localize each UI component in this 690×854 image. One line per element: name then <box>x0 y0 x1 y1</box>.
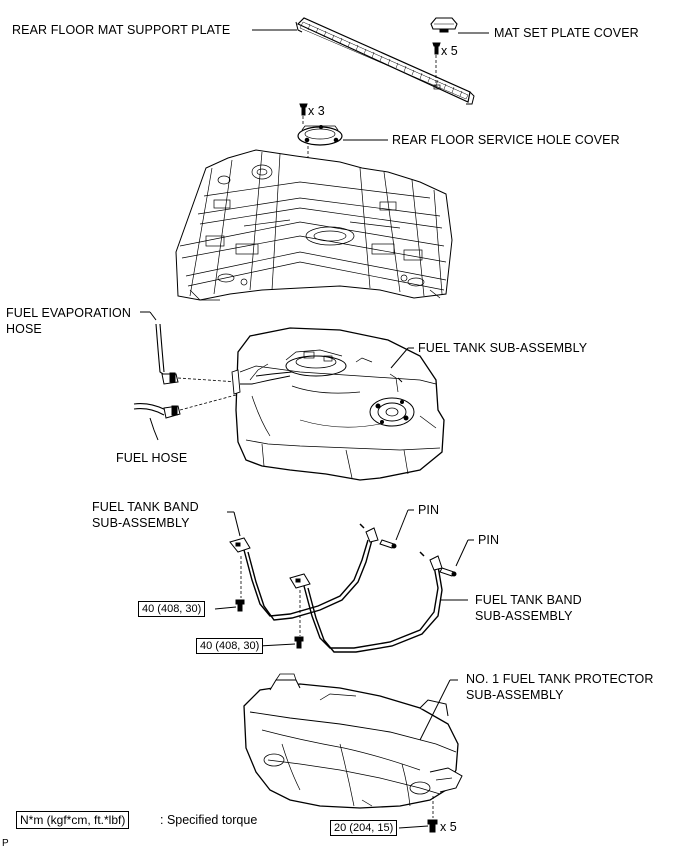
corner-mark: P <box>2 838 9 849</box>
label-protector-line2: SUB-ASSEMBLY <box>466 688 564 702</box>
torque-protector-bolt: 20 (204, 15) <box>330 820 398 836</box>
qty-protector-bolts: x 5 <box>440 820 457 834</box>
label-fuel-evaporation-hose-line1: FUEL EVAPORATION <box>6 306 132 320</box>
label-fuel-tank-sub-assembly: FUEL TANK SUB-ASSEMBLY <box>418 341 588 355</box>
fuel-hose <box>133 403 181 441</box>
mat-cover-clip-icon <box>432 42 441 55</box>
service-hole-clip-icon <box>299 103 308 116</box>
rear-floor-service-hole-cover <box>297 125 343 146</box>
leader-protector <box>419 679 451 741</box>
label-pin-lower: PIN <box>478 533 500 547</box>
torque-band-bolt-left: 40 (408, 30) <box>138 601 206 617</box>
label-pin-upper: PIN <box>418 503 440 517</box>
leader-evap-hose-diag <box>149 311 157 321</box>
label-rear-floor-mat-support-plate: REAR FLOOR MAT SUPPORT PLATE <box>12 23 231 37</box>
leader-fuel-tank <box>390 347 409 369</box>
protector-bolt-icon <box>427 819 438 833</box>
label-fuel-tank-band-left-line1: FUEL TANK BAND <box>92 500 199 514</box>
mat-set-plate-cover <box>430 17 458 33</box>
label-fuel-tank-band-right-line2: SUB-ASSEMBLY <box>475 609 573 623</box>
band-bolt-center-icon <box>294 636 304 649</box>
torque-band-bolt-center: 40 (408, 30) <box>196 638 264 654</box>
label-rear-floor-service-hole-cover: REAR FLOOR SERVICE HOLE COVER <box>392 133 620 147</box>
rear-floor-mat-support-plate <box>295 17 475 105</box>
label-mat-set-plate-cover: MAT SET PLATE COVER <box>494 26 639 40</box>
label-fuel-hose: FUEL HOSE <box>116 451 188 465</box>
pin-lower-icon <box>439 567 457 577</box>
qty-mat-cover-clips: x 5 <box>441 44 458 58</box>
fuel-tank-band-right <box>289 551 443 653</box>
fuel-tank-sub-assembly <box>231 327 445 481</box>
fuel-tank-band-left <box>229 523 379 621</box>
label-fuel-tank-band-right-line1: FUEL TANK BAND <box>475 593 582 607</box>
label-fuel-evaporation-hose-line2: HOSE <box>6 322 42 336</box>
qty-service-hole-clips: x 3 <box>308 104 325 118</box>
pin-upper-icon <box>379 539 397 549</box>
label-protector-line1: NO. 1 FUEL TANK PROTECTOR <box>466 672 654 686</box>
fuel-evaporation-hose <box>155 323 179 385</box>
label-fuel-tank-band-left-line2: SUB-ASSEMBLY <box>92 516 190 530</box>
legend-text: : Specified torque <box>160 813 258 827</box>
legend-unit-box: N*m (kgf*cm, ft.*lbf) <box>16 811 130 829</box>
band-bolt-left-icon <box>235 599 245 612</box>
vehicle-rear-floor <box>175 149 453 301</box>
no1-fuel-tank-protector <box>243 673 463 809</box>
